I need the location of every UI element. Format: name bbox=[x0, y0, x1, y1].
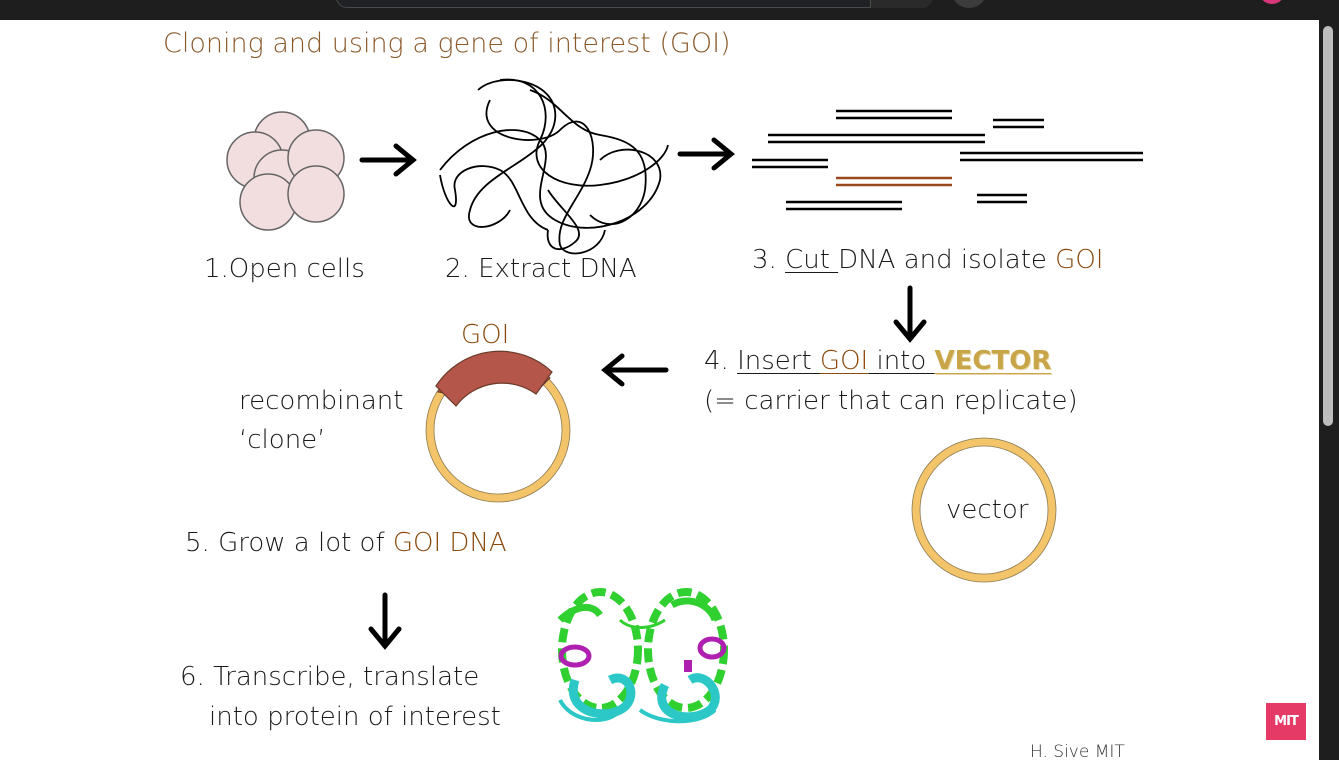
goi-highlight: GOI bbox=[1055, 245, 1104, 275]
cells-illustration bbox=[226, 111, 345, 231]
insert-word: Insert bbox=[737, 346, 820, 376]
grow-text: 5. Grow a lot of bbox=[185, 528, 393, 558]
dna-tangle-illustration bbox=[439, 78, 669, 255]
profile-avatar[interactable] bbox=[1259, 0, 1285, 4]
slide-title: Cloning and using a gene of interest (GO… bbox=[163, 28, 731, 59]
cut-rest: DNA and isolate bbox=[838, 245, 1056, 275]
step-open-cells: 1.Open cells bbox=[204, 254, 365, 284]
goi-segment bbox=[435, 350, 553, 407]
goi-highlight: GOI bbox=[819, 346, 869, 376]
recombinant-label: recombinant bbox=[239, 386, 404, 416]
clone-label: ‘clone’ bbox=[239, 425, 326, 455]
vector-highlight: VECTOR bbox=[934, 346, 1052, 376]
scrollbar-thumb[interactable] bbox=[1323, 26, 1333, 426]
goi-dna-fragment bbox=[836, 176, 952, 187]
browser-top-bar bbox=[0, 0, 1339, 20]
into-word: into bbox=[868, 346, 935, 376]
step-transcribe-line2: into protein of interest bbox=[209, 702, 501, 732]
step-number: 4. bbox=[704, 346, 738, 376]
insert-note: (= carrier that can replicate) bbox=[704, 386, 1078, 416]
arrow-down-icon bbox=[368, 592, 402, 650]
address-bar[interactable] bbox=[336, 0, 932, 8]
goi-dna-highlight: GOI DNA bbox=[392, 528, 507, 558]
step-insert-goi: 4. Insert GOI into VECTOR bbox=[704, 346, 1051, 376]
step-number: 3. bbox=[752, 245, 786, 275]
toolbar-round-button[interactable] bbox=[951, 0, 987, 8]
slide-artwork bbox=[226, 78, 1143, 724]
goi-label: GOI bbox=[461, 320, 510, 350]
recombinant-plasmid bbox=[425, 350, 571, 503]
cut-word: Cut bbox=[785, 245, 839, 275]
arrow-left-icon bbox=[601, 353, 669, 387]
arrow-right-icon bbox=[359, 143, 417, 177]
mit-logo: MIT bbox=[1266, 703, 1306, 740]
vector-plasmid bbox=[911, 437, 1057, 583]
slide-canvas: Cloning and using a gene of interest (GO… bbox=[0, 20, 1319, 760]
step-transcribe-line1: 6. Transcribe, translate bbox=[180, 662, 480, 692]
protein-structure-image bbox=[557, 588, 728, 724]
dna-fragments-illustration bbox=[752, 109, 1143, 211]
step-extract-dna: 2. Extract DNA bbox=[445, 254, 637, 284]
arrow-right-icon bbox=[677, 137, 735, 171]
arrow-down-icon bbox=[893, 285, 927, 343]
step-grow-goi: 5. Grow a lot of GOI DNA bbox=[185, 528, 507, 558]
step-cut-dna: 3. Cut DNA and isolate GOI bbox=[752, 245, 1103, 275]
credit-text: H. Sive MIT bbox=[1030, 742, 1125, 760]
vector-label: vector bbox=[946, 495, 1029, 525]
address-bar-button[interactable] bbox=[870, 0, 933, 8]
